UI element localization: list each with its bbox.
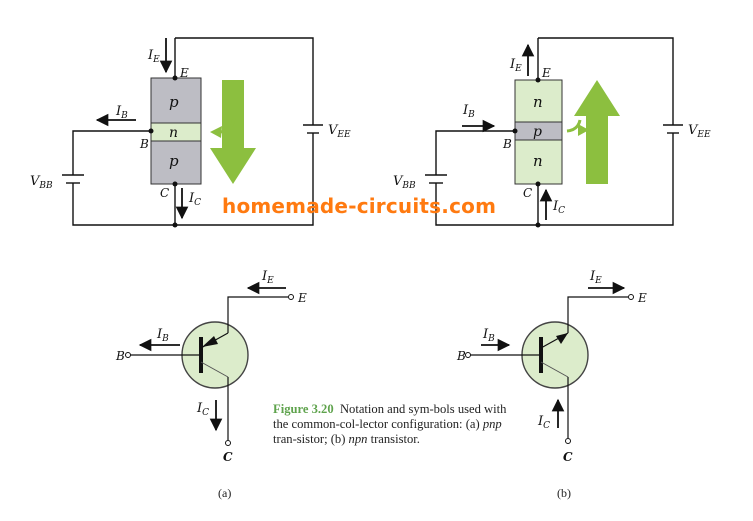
pnp-emitter-layer	[150, 77, 202, 124]
pnp-layer-2-label: n	[169, 125, 178, 141]
npn-structure: n p n IE IB IC E B C VBB VEE	[393, 37, 711, 228]
pnp-symbol: IE IB IC B E C	[115, 269, 307, 464]
pnp-symbol-ib-label: IB	[156, 327, 169, 344]
watermark: homemade-circuits.com	[222, 194, 497, 218]
pnp-symbol-collector-lead	[200, 361, 229, 378]
caption-type-a: pnp	[482, 417, 502, 432]
npn-layer-2-label: p	[533, 124, 542, 140]
npn-symbol-b-node	[465, 352, 471, 358]
npn-base-node	[512, 128, 518, 134]
npn-circuit-wires	[425, 37, 683, 226]
npn-ie-label: IE	[509, 57, 522, 74]
pnp-circuit-wires	[62, 37, 323, 226]
pnp-symbol-b-node	[125, 352, 131, 358]
npn-layer-3-label: n	[533, 152, 543, 170]
npn-small-curve-arrow	[566, 119, 582, 133]
npn-symbol-emitter-wire	[567, 296, 628, 333]
npn-symbol-collector-lead	[540, 361, 569, 378]
pnp-c-terminal-label: C	[160, 186, 169, 200]
caption-figure-label: Figure 3.20	[273, 402, 334, 416]
npn-symbol-ib-label: IB	[482, 327, 495, 344]
npn-layer-1-label: n	[533, 93, 543, 111]
pnp-emitter-node	[172, 75, 178, 81]
pnp-big-arrow-shaft	[222, 80, 244, 152]
pnp-ground-node	[172, 222, 178, 228]
caption-text-1: Notation and sym-bols used with the comm…	[273, 402, 507, 432]
figure-caption: Figure 3.20 Notation and sym-bols used w…	[273, 402, 513, 448]
pnp-symbol-emitter-wire	[227, 296, 288, 333]
pnp-layer-3-label: p	[169, 152, 179, 170]
pnp-structure: p n p IE IB IC E B C VBB VEE	[30, 37, 351, 228]
npn-ground-node	[535, 222, 541, 228]
pnp-base-node	[148, 128, 154, 134]
pnp-layer-1-label: p	[169, 93, 179, 111]
pnp-vbb-label: VBB	[30, 174, 53, 191]
pnp-symbol-e-node	[288, 294, 294, 300]
sublabel-a: (a)	[218, 486, 232, 500]
npn-symbol-c-node	[565, 438, 571, 444]
pnp-ic-label: IC	[188, 191, 201, 208]
caption-text-3: transistor.	[367, 432, 420, 447]
caption-text-2: tran-sistor; (b)	[273, 432, 349, 447]
pnp-big-arrow-down-icon	[210, 148, 256, 184]
pnp-symbol-ic-label: IC	[196, 401, 209, 418]
npn-big-arrow-up-icon	[574, 80, 620, 116]
npn-symbol-e-label: E	[637, 291, 647, 305]
npn-symbol-ie-label: IE	[589, 269, 602, 286]
npn-emitter-layer	[514, 79, 563, 123]
pnp-symbol-b-label: B	[115, 349, 125, 363]
pnp-symbol-c-label: C	[223, 450, 233, 464]
pnp-b-terminal-label: B	[139, 137, 149, 151]
npn-c-terminal-label: C	[523, 186, 532, 200]
npn-collector-node	[535, 181, 541, 187]
pnp-collector-layer	[150, 140, 202, 185]
npn-vee-label: VEE	[688, 123, 711, 140]
pnp-vee-label: VEE	[328, 123, 351, 140]
npn-symbol-e-node	[628, 294, 634, 300]
pnp-small-curve-arrow	[219, 117, 236, 134]
npn-vbb-label: VBB	[393, 174, 416, 191]
pnp-collector-node	[172, 181, 178, 187]
npn-b-terminal-label: B	[502, 137, 512, 151]
pnp-symbol-emitter-arrow-icon	[202, 336, 218, 347]
npn-e-terminal-label: E	[541, 66, 551, 80]
caption-type-b: npn	[348, 432, 368, 447]
npn-emitter-node	[535, 77, 541, 83]
npn-ic-label: IC	[552, 199, 565, 216]
pnp-ib-label: IB	[115, 104, 128, 121]
pnp-symbol-ie-label: IE	[261, 269, 274, 286]
npn-big-arrow-shaft	[586, 112, 608, 184]
pnp-small-arrow-head-icon	[210, 126, 222, 138]
npn-symbol-c-label: C	[563, 450, 573, 464]
pnp-symbol-c-node	[225, 440, 231, 446]
npn-small-arrow-head-icon	[578, 124, 589, 136]
pnp-e-terminal-label: E	[179, 66, 189, 80]
npn-symbol-b-label: B	[456, 349, 466, 363]
npn-symbol-ic-label: IC	[537, 414, 550, 431]
pnp-ie-label: IE	[147, 48, 160, 65]
pnp-symbol-e-label: E	[297, 291, 307, 305]
sublabel-b: (b)	[557, 486, 571, 500]
npn-symbol-emitter-arrow-icon	[556, 333, 568, 344]
npn-symbol: IE IB IC B E C	[456, 269, 647, 464]
npn-ib-label: IB	[462, 103, 475, 120]
npn-collector-layer	[514, 139, 563, 185]
